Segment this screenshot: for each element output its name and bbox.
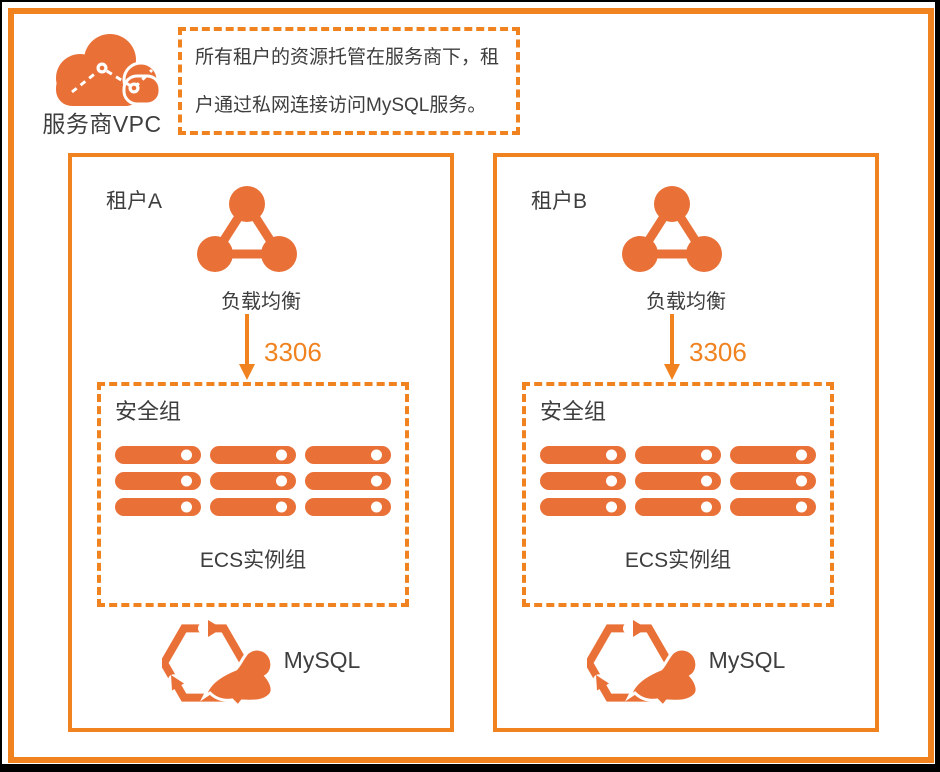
server-bar-icon xyxy=(635,472,721,490)
server-bar-icon xyxy=(540,446,626,464)
server-bar-icon xyxy=(305,498,391,516)
vpc-label: 服务商VPC xyxy=(42,111,162,137)
note-box: 所有租户的资源托管在服务商下，租 户通过私网连接访问MySQL服务。 xyxy=(178,27,520,135)
tenant-a-box: 租户A 负载均衡 3306 安全组 ECS实例组 xyxy=(68,153,454,732)
server-bar-icon xyxy=(210,446,296,464)
load-balancer-icon xyxy=(622,186,722,272)
server-column xyxy=(635,446,721,516)
server-column xyxy=(540,446,626,516)
tenant-b-name: 租户B xyxy=(531,190,588,213)
server-bar-icon xyxy=(115,498,201,516)
server-column xyxy=(115,446,201,516)
load-balancer-icon xyxy=(197,186,297,272)
diagram-canvas: 服务商VPC 所有租户的资源托管在服务商下，租 户通过私网连接访问MySQL服务… xyxy=(2,2,935,764)
mysql-block: MySQL xyxy=(72,613,450,708)
load-balancer-label: 负载均衡 xyxy=(646,291,726,313)
port-down-arrow-icon xyxy=(239,314,255,380)
server-bar-icon xyxy=(210,472,296,490)
server-bar-icon xyxy=(635,498,721,516)
ecs-server-grid xyxy=(540,446,816,516)
server-column xyxy=(305,446,391,516)
security-group-box: 安全组 ECS实例组 xyxy=(522,382,834,607)
server-bar-icon xyxy=(540,498,626,516)
port-label: 3306 xyxy=(264,337,322,367)
server-bar-icon xyxy=(730,472,816,490)
server-bar-icon xyxy=(115,472,201,490)
arrow-line xyxy=(245,314,249,364)
security-group-label: 安全组 xyxy=(115,399,182,424)
server-bar-icon xyxy=(115,446,201,464)
port-label: 3306 xyxy=(689,337,747,367)
mysql-label: MySQL xyxy=(283,647,361,673)
note-text-line-2: 户通过私网连接访问MySQL服务。 xyxy=(195,95,487,116)
server-bar-icon xyxy=(730,498,816,516)
ecs-server-grid xyxy=(115,446,391,516)
vpc-cloud-icon xyxy=(56,34,162,106)
security-group-box: 安全组 ECS实例组 xyxy=(97,382,409,607)
tenant-a-name: 租户A xyxy=(106,190,163,213)
mysql-label: MySQL xyxy=(708,647,786,673)
port-down-arrow-icon xyxy=(664,314,680,380)
mysql-rds-icon xyxy=(161,620,274,708)
server-bar-icon xyxy=(540,472,626,490)
tenant-b-box: 租户B 负载均衡 3306 安全组 ECS实例组 xyxy=(493,153,879,732)
security-group-label: 安全组 xyxy=(540,399,607,424)
server-bar-icon xyxy=(305,472,391,490)
server-column xyxy=(730,446,816,516)
load-balancer-label: 负载均衡 xyxy=(221,291,301,313)
mysql-block: MySQL xyxy=(497,613,875,708)
server-bar-icon xyxy=(305,446,391,464)
arrow-line xyxy=(670,314,674,364)
server-bar-icon xyxy=(635,446,721,464)
note-text-line-1: 所有租户的资源托管在服务商下，租 xyxy=(195,47,500,68)
arrow-head-icon xyxy=(239,364,255,380)
server-column xyxy=(210,446,296,516)
server-bar-icon xyxy=(210,498,296,516)
ecs-group-label: ECS实例组 xyxy=(624,549,732,572)
ecs-group-label: ECS实例组 xyxy=(199,549,307,572)
arrow-head-icon xyxy=(664,364,680,380)
mysql-rds-icon xyxy=(586,620,699,708)
server-bar-icon xyxy=(730,446,816,464)
